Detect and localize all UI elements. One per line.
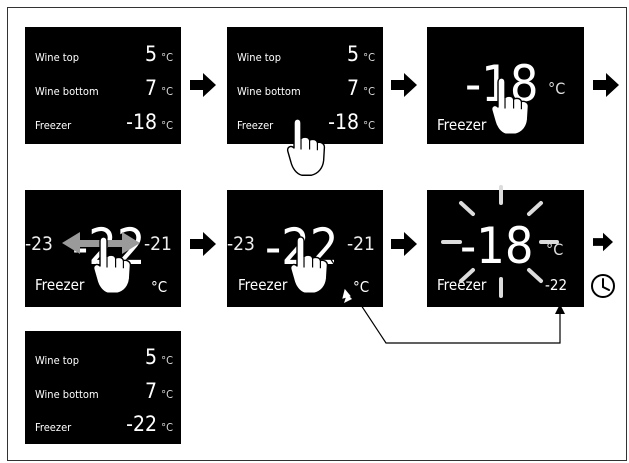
value-right: -21	[347, 233, 375, 255]
row-unit: °C	[363, 85, 375, 98]
row-label: Wine bottom	[35, 388, 99, 401]
row-unit: °C	[161, 388, 173, 401]
row-unit: °C	[161, 354, 173, 367]
row-wine-bottom: Wine bottom 7 °C	[237, 76, 375, 100]
row-value: 7	[144, 379, 157, 403]
freezer-label: Freezer	[437, 276, 487, 294]
row-label: Wine bottom	[237, 85, 301, 98]
screen-overview-1: Wine top 5 °C Wine bottom 7 °C Freezer -…	[25, 27, 181, 144]
row-wine-bottom: Wine bottom 7 °C	[35, 379, 173, 403]
row-value: 7	[346, 76, 359, 100]
row-unit: °C	[161, 51, 173, 64]
row-label: Freezer	[237, 119, 274, 132]
diagram-frame	[7, 7, 627, 461]
row-freezer: Freezer -22 °C	[35, 412, 173, 436]
row-unit: °C	[161, 421, 173, 434]
value-right: -21	[144, 233, 172, 255]
freezer-label: Freezer	[35, 276, 85, 294]
new-setpoint: -22	[545, 276, 568, 294]
row-freezer: Freezer -18 °C	[237, 110, 375, 134]
value-left: -23	[25, 233, 53, 255]
hand-touch-icon	[286, 118, 326, 176]
temperature-unit: °C	[548, 79, 566, 98]
temperature-unit: °C	[546, 240, 564, 259]
row-value: -18	[126, 110, 157, 134]
row-wine-top: Wine top 5 °C	[237, 42, 375, 66]
row-value: 7	[144, 76, 157, 100]
connector-arrow-icon	[329, 257, 565, 344]
screen-overview-result: Wine top 5 °C Wine bottom 7 °C Freezer -…	[25, 331, 181, 444]
screen-overview-2: Wine top 5 °C Wine bottom 7 °C Freezer -…	[227, 27, 383, 144]
row-label: Wine bottom	[35, 85, 99, 98]
row-value: 5	[346, 42, 359, 66]
row-wine-bottom: Wine bottom 7 °C	[35, 76, 173, 100]
hand-touch-icon	[490, 77, 530, 135]
row-value: 5	[144, 42, 157, 66]
row-label: Wine top	[35, 51, 80, 64]
temperature-unit: °C	[151, 278, 168, 296]
temperature-unit: °C	[353, 278, 370, 296]
clock-icon	[591, 274, 615, 298]
row-freezer: Freezer -18 °C	[35, 110, 173, 134]
row-label: Freezer	[35, 421, 72, 434]
row-wine-top: Wine top 5 °C	[35, 42, 173, 66]
row-label: Freezer	[35, 119, 72, 132]
row-wine-top: Wine top 5 °C	[35, 345, 173, 369]
hand-touch-icon	[289, 236, 329, 294]
freezer-label: Freezer	[437, 116, 487, 134]
row-unit: °C	[363, 51, 375, 64]
arrow-right-icon	[391, 232, 417, 256]
arrow-right-icon	[190, 73, 216, 97]
row-unit: °C	[363, 119, 375, 132]
arrow-right-icon	[593, 232, 613, 252]
row-label: Wine top	[237, 51, 282, 64]
arrow-right-icon	[391, 73, 417, 97]
row-value: 5	[144, 345, 157, 369]
arrow-right-icon	[593, 73, 619, 97]
current-temperature: -18	[460, 217, 534, 275]
row-unit: °C	[161, 85, 173, 98]
arrow-right-icon	[190, 232, 216, 256]
row-unit: °C	[161, 119, 173, 132]
row-value: -22	[126, 412, 157, 436]
screen-blinking-setpoint: -18 °C Freezer -22	[427, 190, 584, 307]
row-value: -18	[328, 110, 359, 134]
blink-rays-icon	[441, 185, 559, 298]
value-left: -23	[227, 233, 255, 255]
freezer-label: Freezer	[238, 276, 288, 294]
row-label: Wine top	[35, 354, 80, 367]
